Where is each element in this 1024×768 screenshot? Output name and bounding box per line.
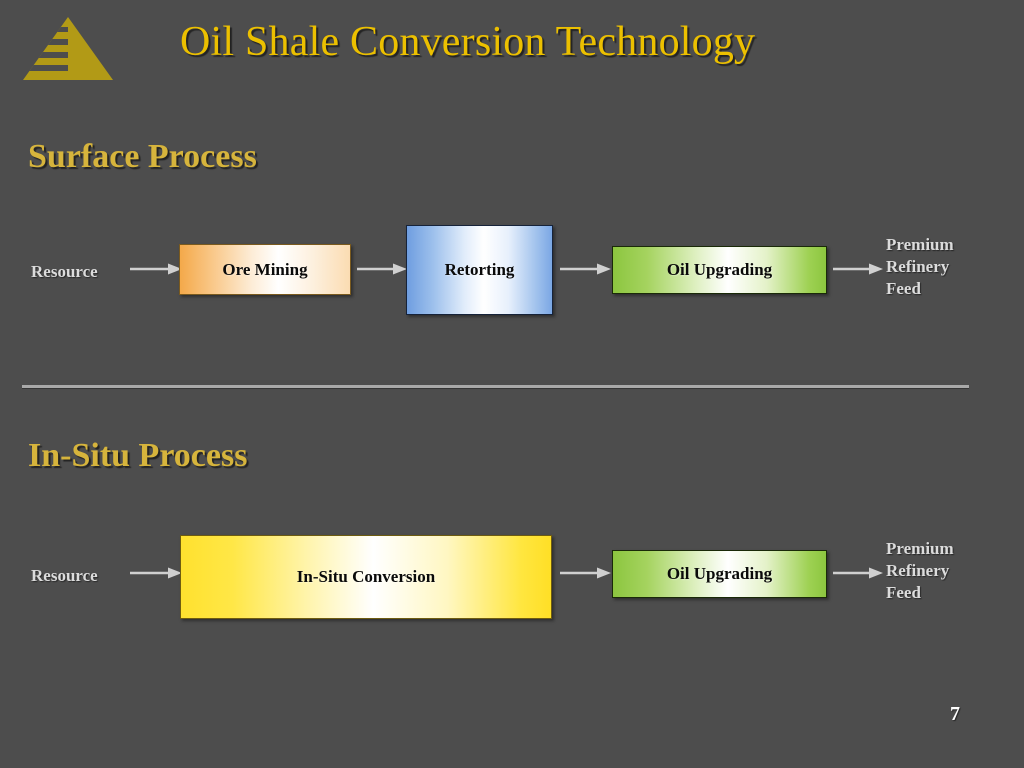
- right-arrow-icon: [560, 566, 611, 579]
- flow-step-retorting[interactable]: Retorting: [406, 225, 553, 315]
- section-heading-surface-process: Surface Process: [28, 138, 257, 175]
- flow-step-label: Ore Mining: [222, 259, 308, 279]
- right-arrow-icon: [357, 262, 407, 275]
- right-arrow-icon: [833, 566, 883, 579]
- flow-output-label-premium-refinery-feed: Premium Refinery Feed: [886, 234, 954, 299]
- page-title: Oil Shale Conversion Technology: [180, 19, 756, 65]
- flow-step-in-situ-conversion[interactable]: In-Situ Conversion: [180, 535, 552, 619]
- right-arrow-icon: [833, 262, 883, 275]
- flow-output-line: Feed: [886, 278, 921, 298]
- flow-diagram-surface-process: Resource Ore Mining Retorting: [0, 212, 1024, 332]
- flow-step-oil-upgrading[interactable]: Oil Upgrading: [612, 550, 827, 598]
- flow-input-label-resource: Resource: [31, 566, 98, 585]
- flow-step-label: Oil Upgrading: [666, 260, 773, 279]
- page-number: 7: [950, 703, 960, 725]
- right-arrow-icon: [130, 262, 182, 275]
- flow-step-label: Oil Upgrading: [666, 564, 773, 583]
- flow-step-ore-mining[interactable]: Ore Mining: [179, 244, 351, 295]
- flow-input-label-resource: Resource: [31, 262, 98, 281]
- flow-output-line: Feed: [886, 582, 921, 602]
- flow-step-label: Retorting: [444, 260, 515, 279]
- right-arrow-icon: [130, 566, 182, 579]
- flow-output-line: Refinery: [886, 256, 950, 276]
- flow-step-oil-upgrading[interactable]: Oil Upgrading: [612, 246, 827, 294]
- flow-output-line: Premium: [886, 235, 954, 254]
- flow-step-label: In-Situ Conversion: [296, 567, 436, 586]
- flow-output-line: Premium: [886, 539, 954, 558]
- flow-output-line: Refinery: [886, 560, 950, 580]
- flow-diagram-in-situ-process: Resource In-Situ Conversion Oil Upgradin…: [0, 516, 1024, 636]
- striped-pyramid-logo: [20, 14, 116, 82]
- section-heading-in-situ-process: In-Situ Process: [28, 437, 248, 474]
- section-divider: [22, 385, 969, 388]
- right-arrow-icon: [560, 262, 611, 275]
- flow-output-label-premium-refinery-feed: Premium Refinery Feed: [886, 538, 954, 603]
